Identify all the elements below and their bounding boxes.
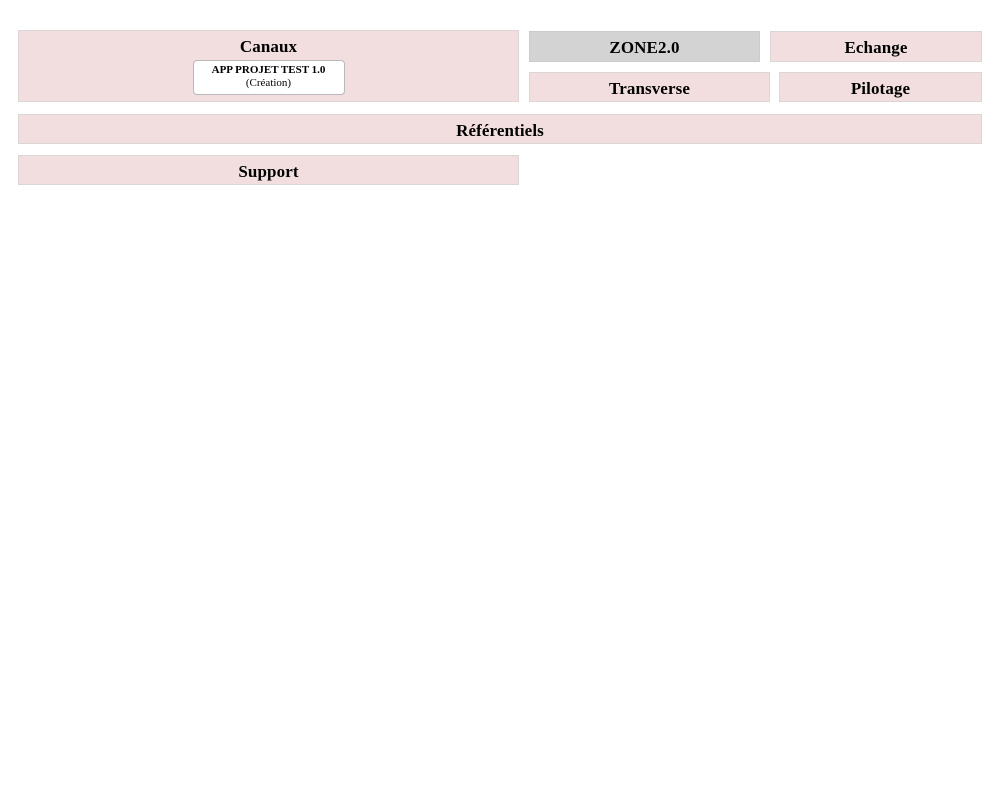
application-state: (Création): [245, 77, 292, 89]
zone-pilotage-label: Pilotage: [850, 79, 911, 98]
zone-echange[interactable]: Echange: [770, 31, 982, 62]
zone-echange-label: Echange: [844, 38, 908, 57]
zone-canaux-label: Canaux: [239, 37, 298, 56]
zone-support[interactable]: Support: [18, 155, 519, 185]
zone-referentiels-label: Référentiels: [456, 121, 544, 140]
zone-canaux[interactable]: Canaux APP PROJET TEST 1.0 (Création): [18, 30, 519, 102]
zone-support-label: Support: [238, 162, 299, 181]
application-card-app-projet-test-1-0[interactable]: APP PROJET TEST 1.0 (Création): [192, 60, 345, 95]
zone-transverse-label: Transverse: [609, 79, 690, 98]
application-name: APP PROJET TEST 1.0: [211, 64, 326, 76]
zone-transverse[interactable]: Transverse: [529, 72, 770, 102]
zone-zone20-label: ZONE2.0: [609, 38, 680, 57]
zone-zone20[interactable]: ZONE2.0: [529, 31, 760, 62]
zone-pilotage[interactable]: Pilotage: [779, 72, 982, 102]
zone-referentiels[interactable]: Référentiels: [18, 114, 982, 144]
